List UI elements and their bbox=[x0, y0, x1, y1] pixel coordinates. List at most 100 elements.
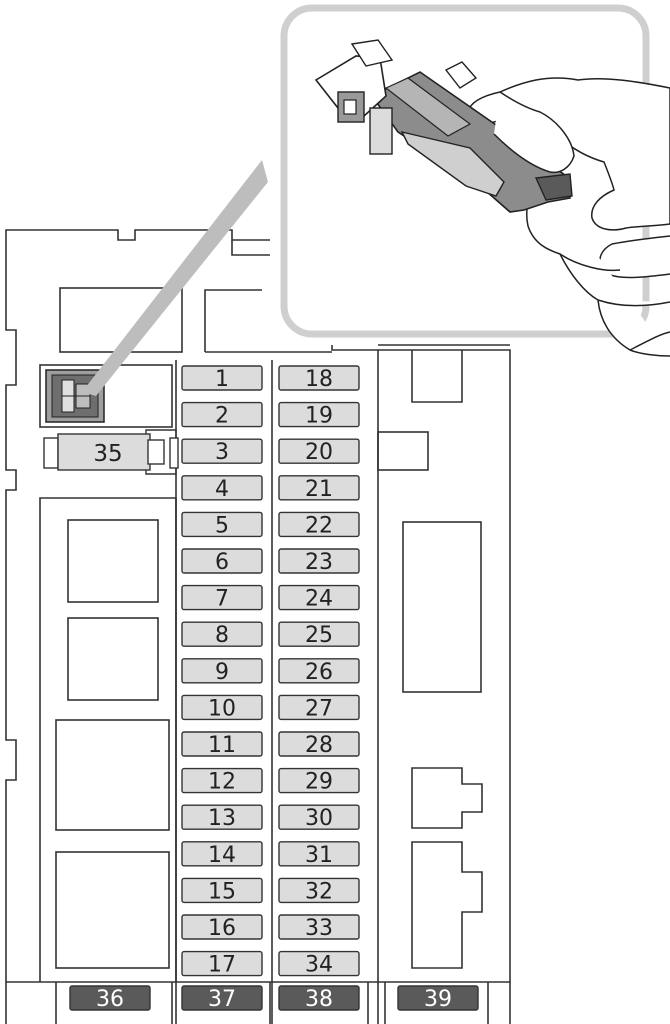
fuse-10[interactable]: 10 bbox=[181, 694, 263, 721]
fuse-2[interactable]: 2 bbox=[181, 401, 263, 429]
fuse-13[interactable]: 13 bbox=[181, 804, 263, 831]
fuse-label: 9 bbox=[215, 660, 229, 685]
fuse-12[interactable]: 12 bbox=[181, 767, 263, 795]
fuse-label: 19 bbox=[305, 404, 333, 429]
fuse-18[interactable]: 18 bbox=[278, 365, 360, 392]
fuse-label: 31 bbox=[305, 843, 333, 868]
fuse-14[interactable]: 14 bbox=[181, 841, 263, 868]
fuse-35[interactable]: 35 bbox=[43, 429, 179, 475]
fuse-body bbox=[278, 658, 360, 684]
fuse-30[interactable]: 30 bbox=[278, 804, 360, 831]
fuse-label: 30 bbox=[305, 806, 333, 831]
fuse-label: 26 bbox=[305, 660, 333, 685]
fuse-33[interactable]: 33 bbox=[278, 914, 360, 941]
fuse-9[interactable]: 9 bbox=[181, 658, 263, 685]
fuse-label: 2 bbox=[215, 404, 229, 429]
fuse-body bbox=[181, 841, 263, 867]
fuse-19[interactable]: 19 bbox=[278, 401, 360, 429]
fuse-26[interactable]: 26 bbox=[278, 658, 360, 685]
fuse-body bbox=[181, 365, 263, 391]
fuse-body bbox=[278, 548, 360, 574]
fuse-label: 38 bbox=[305, 987, 333, 1012]
fuse-25[interactable]: 25 bbox=[278, 621, 360, 648]
fuse-body bbox=[181, 985, 263, 1011]
fuse-box-housing bbox=[5, 229, 511, 1024]
fuse-34[interactable]: 34 bbox=[278, 950, 360, 978]
fuse-6[interactable]: 6 bbox=[181, 548, 263, 575]
fuse-body bbox=[181, 694, 263, 721]
fuse-label: 34 bbox=[305, 953, 333, 978]
fuse-39[interactable]: 39 bbox=[397, 985, 479, 1012]
fuse-8[interactable]: 8 bbox=[181, 621, 263, 648]
fuse-38[interactable]: 38 bbox=[278, 985, 360, 1012]
fuse-label: 37 bbox=[208, 987, 236, 1012]
fuse-label: 8 bbox=[215, 623, 229, 648]
fuse-body bbox=[181, 548, 263, 574]
fuse-31[interactable]: 31 bbox=[278, 841, 360, 868]
fuse-label: 12 bbox=[208, 770, 236, 795]
fuse-body bbox=[278, 365, 360, 391]
fuse-11[interactable]: 11 bbox=[181, 731, 263, 758]
fuse-label: 39 bbox=[424, 987, 452, 1012]
fuse-label: 4 bbox=[215, 477, 229, 502]
fuse-4[interactable]: 4 bbox=[181, 475, 263, 502]
fuse-21[interactable]: 21 bbox=[278, 475, 360, 502]
fuse-body bbox=[181, 950, 263, 977]
fuse-label: 36 bbox=[96, 987, 124, 1012]
fuse-body bbox=[181, 621, 263, 647]
fuse-label: 11 bbox=[208, 733, 236, 758]
fuse-label: 32 bbox=[305, 879, 333, 904]
fuse-label: 5 bbox=[215, 513, 229, 538]
fuse-body bbox=[181, 804, 263, 830]
fuse-label: 22 bbox=[305, 513, 333, 538]
fuse-body bbox=[278, 438, 360, 464]
fuse-23[interactable]: 23 bbox=[278, 548, 360, 575]
fuse-16[interactable]: 16 bbox=[181, 914, 263, 941]
fuse-label: 20 bbox=[305, 440, 333, 465]
fuse-1[interactable]: 1 bbox=[181, 365, 263, 392]
fuse-24[interactable]: 24 bbox=[278, 584, 360, 612]
fuse-body bbox=[278, 877, 360, 904]
fuse-body bbox=[278, 985, 360, 1011]
fuse-3[interactable]: 3 bbox=[181, 438, 263, 465]
fuse-label: 15 bbox=[208, 879, 236, 904]
fuse-20[interactable]: 20 bbox=[278, 438, 360, 465]
fuse-label: 21 bbox=[305, 477, 333, 502]
fuse-15[interactable]: 15 bbox=[181, 877, 263, 904]
fuse-body bbox=[278, 694, 360, 721]
fuse-body bbox=[181, 658, 263, 684]
fuse-5[interactable]: 5 bbox=[181, 511, 263, 538]
fuse-label: 1 bbox=[215, 367, 229, 392]
fuse-body bbox=[278, 767, 360, 794]
fuse-body bbox=[278, 841, 360, 867]
fuse-label: 35 bbox=[93, 441, 122, 467]
fuse-37[interactable]: 37 bbox=[181, 985, 263, 1012]
fuse-22[interactable]: 22 bbox=[278, 511, 360, 538]
fuse-label: 29 bbox=[305, 770, 333, 795]
fuse-body bbox=[278, 511, 360, 538]
fuse-label: 3 bbox=[215, 440, 229, 465]
fuse-body bbox=[181, 914, 263, 940]
fuse-body bbox=[278, 475, 360, 501]
fuse-29[interactable]: 29 bbox=[278, 767, 360, 795]
fuse-32[interactable]: 32 bbox=[278, 877, 360, 904]
fuse-label: 14 bbox=[208, 843, 236, 868]
fuse-7[interactable]: 7 bbox=[181, 584, 263, 612]
fuse-body bbox=[181, 584, 263, 611]
fuse-27[interactable]: 27 bbox=[278, 694, 360, 721]
fuse-label: 28 bbox=[305, 733, 333, 758]
fuse-17[interactable]: 17 bbox=[181, 950, 263, 978]
fuse-column-right: 18 19 20 21 22 23 24 25 26 27 28 29 30 31 32 33 34 bbox=[278, 365, 360, 978]
fuse-label: 25 bbox=[305, 623, 333, 648]
fuse-body bbox=[181, 767, 263, 794]
fuse-body bbox=[278, 914, 360, 940]
fuse-body bbox=[181, 511, 263, 538]
fuse-28[interactable]: 28 bbox=[278, 731, 360, 758]
fuse-label: 10 bbox=[208, 696, 236, 721]
fuse-label: 7 bbox=[215, 587, 229, 612]
fuse-body bbox=[278, 401, 360, 428]
fuse-label: 13 bbox=[208, 806, 236, 831]
fuse-label: 23 bbox=[305, 550, 333, 575]
fuse-36[interactable]: 36 bbox=[69, 985, 151, 1012]
